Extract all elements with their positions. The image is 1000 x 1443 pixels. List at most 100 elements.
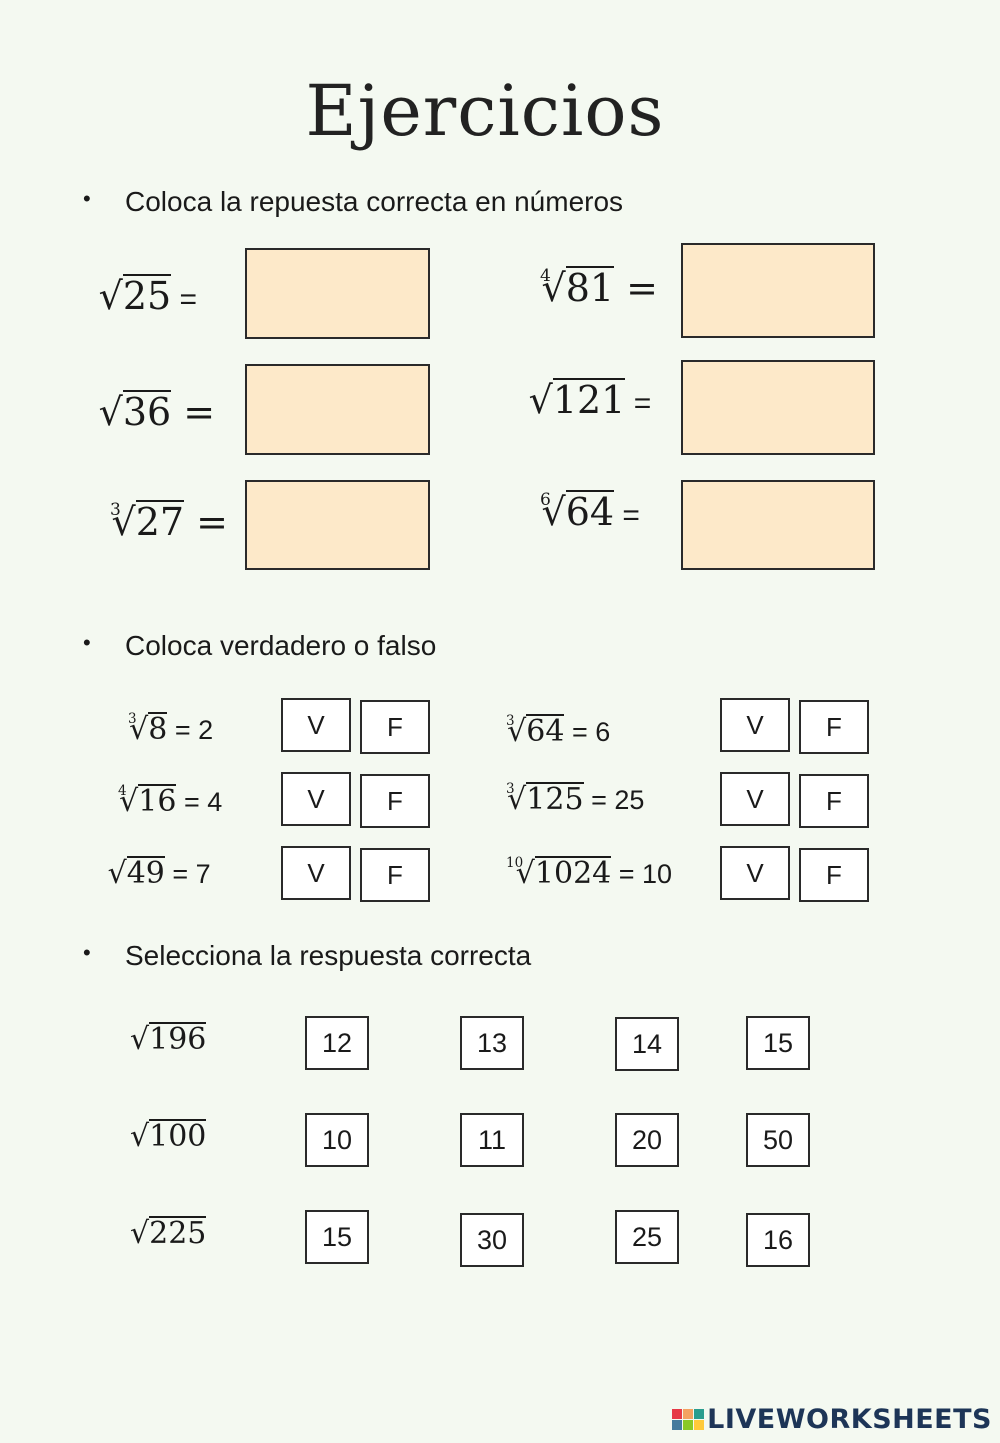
radicand: 121 bbox=[552, 378, 626, 422]
radical-sign: √ bbox=[98, 274, 123, 318]
true-button[interactable]: V bbox=[281, 698, 351, 752]
answer-box-sqrt-36[interactable] bbox=[245, 364, 430, 455]
section-heading-text: Selecciona la respuesta correcta bbox=[125, 940, 532, 971]
radicand: 196 bbox=[149, 1022, 207, 1057]
result: = 2 bbox=[167, 715, 214, 745]
result: = 6 bbox=[564, 717, 611, 747]
radicand: 49 bbox=[126, 856, 165, 891]
radical-sign: √ bbox=[515, 856, 535, 891]
result: = 25 bbox=[583, 785, 645, 815]
answer-box-4rt-81[interactable] bbox=[681, 243, 875, 338]
bullet-dot: • bbox=[83, 186, 91, 211]
root-index: 4 bbox=[118, 783, 127, 800]
logo-text: LIVEWORKSHEETS bbox=[707, 1404, 992, 1435]
choice-expression-2: √100 bbox=[130, 1119, 207, 1154]
section-heading-choice: • Selecciona la respuesta correcta bbox=[83, 940, 532, 972]
option-button[interactable]: 15 bbox=[746, 1016, 810, 1070]
root-index: 3 bbox=[506, 713, 515, 730]
radical-sign: √ bbox=[119, 784, 139, 819]
false-button[interactable]: F bbox=[799, 774, 869, 828]
radical-sign: √ bbox=[541, 490, 566, 534]
radicand: 25 bbox=[122, 274, 172, 318]
tf-expression-1: 3√8 = 2 bbox=[128, 711, 214, 747]
result: = 7 bbox=[164, 859, 211, 889]
false-button[interactable]: F bbox=[799, 848, 869, 902]
tf-expression-3: √49 = 7 bbox=[108, 856, 211, 891]
false-button[interactable]: F bbox=[360, 848, 430, 902]
radical-sign: √ bbox=[130, 1216, 150, 1251]
radical-sign: √ bbox=[130, 1022, 150, 1057]
section-heading-text: Coloca la repuesta correcta en números bbox=[125, 186, 624, 217]
tf-expression-6: 10√1024 = 10 bbox=[506, 855, 673, 891]
option-button[interactable]: 15 bbox=[305, 1210, 369, 1264]
true-button[interactable]: V bbox=[281, 846, 351, 900]
equals: = bbox=[171, 390, 216, 434]
radical-sign: √ bbox=[98, 390, 123, 434]
fill-expression-3: 3√27 = bbox=[110, 500, 228, 544]
root-index: 3 bbox=[506, 781, 515, 798]
radicand: 16 bbox=[138, 784, 177, 819]
false-button[interactable]: F bbox=[799, 700, 869, 754]
radical-sign: √ bbox=[507, 782, 527, 817]
option-button[interactable]: 25 bbox=[615, 1210, 679, 1264]
radicand: 125 bbox=[526, 782, 584, 817]
option-button[interactable]: 14 bbox=[615, 1017, 679, 1071]
radicand: 64 bbox=[565, 490, 615, 534]
true-button[interactable]: V bbox=[281, 772, 351, 826]
root-index: 6 bbox=[540, 490, 551, 511]
result: = 10 bbox=[611, 859, 673, 889]
equals: = bbox=[614, 499, 640, 532]
equals: = bbox=[625, 387, 652, 420]
false-button[interactable]: F bbox=[360, 700, 430, 754]
option-button[interactable]: 16 bbox=[746, 1213, 810, 1267]
fill-expression-5: √121 = bbox=[529, 378, 652, 422]
true-button[interactable]: V bbox=[720, 698, 790, 752]
option-button[interactable]: 20 bbox=[615, 1113, 679, 1167]
section-heading-text: Coloca verdadero o falso bbox=[125, 630, 437, 661]
radicand: 64 bbox=[526, 714, 565, 749]
fill-expression-2: √36 = bbox=[99, 390, 216, 434]
liveworksheets-logo: LIVEWORKSHEETS bbox=[672, 1404, 992, 1435]
bullet-dot: • bbox=[83, 630, 91, 655]
tf-expression-5: 3√125 = 25 bbox=[506, 781, 645, 817]
true-button[interactable]: V bbox=[720, 772, 790, 826]
answer-box-sqrt-121[interactable] bbox=[681, 360, 875, 455]
radical-sign: √ bbox=[528, 378, 553, 422]
fill-expression-6: 6√64 = bbox=[540, 490, 640, 534]
radicand: 81 bbox=[565, 266, 615, 310]
root-index: 10 bbox=[506, 855, 524, 872]
result: = 4 bbox=[176, 787, 223, 817]
section-heading-truefalse: • Coloca verdadero o falso bbox=[83, 630, 437, 662]
radicand: 36 bbox=[122, 390, 172, 434]
false-button[interactable]: F bbox=[360, 774, 430, 828]
choice-expression-3: √225 bbox=[130, 1216, 207, 1251]
radical-sign: √ bbox=[507, 714, 527, 749]
choice-expression-1: √196 bbox=[130, 1022, 207, 1057]
answer-box-sqrt-25[interactable] bbox=[245, 248, 430, 339]
radical-sign: √ bbox=[541, 266, 566, 310]
tf-expression-2: 4√16 = 4 bbox=[118, 783, 223, 819]
equals: = bbox=[171, 283, 198, 316]
option-button[interactable]: 10 bbox=[305, 1113, 369, 1167]
option-button[interactable]: 11 bbox=[460, 1113, 524, 1167]
option-button[interactable]: 12 bbox=[305, 1016, 369, 1070]
equals: = bbox=[184, 500, 228, 544]
radicand: 225 bbox=[149, 1216, 207, 1251]
page-title: Ejercicios bbox=[305, 70, 665, 152]
root-index: 4 bbox=[540, 266, 551, 287]
bullet-dot: • bbox=[83, 940, 91, 965]
answer-box-6rt-64[interactable] bbox=[681, 480, 875, 570]
radical-sign: √ bbox=[107, 856, 127, 891]
option-button[interactable]: 50 bbox=[746, 1113, 810, 1167]
tf-expression-4: 3√64 = 6 bbox=[506, 713, 611, 749]
fill-expression-1: √25 = bbox=[99, 274, 198, 318]
equals: = bbox=[614, 266, 658, 310]
option-button[interactable]: 30 bbox=[460, 1213, 524, 1267]
root-index: 3 bbox=[110, 500, 121, 521]
radicand: 1024 bbox=[534, 856, 612, 891]
fill-expression-4: 4√81 = bbox=[540, 266, 658, 310]
answer-box-cbrt-27[interactable] bbox=[245, 480, 430, 570]
option-button[interactable]: 13 bbox=[460, 1016, 524, 1070]
true-button[interactable]: V bbox=[720, 846, 790, 900]
radical-sign: √ bbox=[111, 500, 136, 544]
